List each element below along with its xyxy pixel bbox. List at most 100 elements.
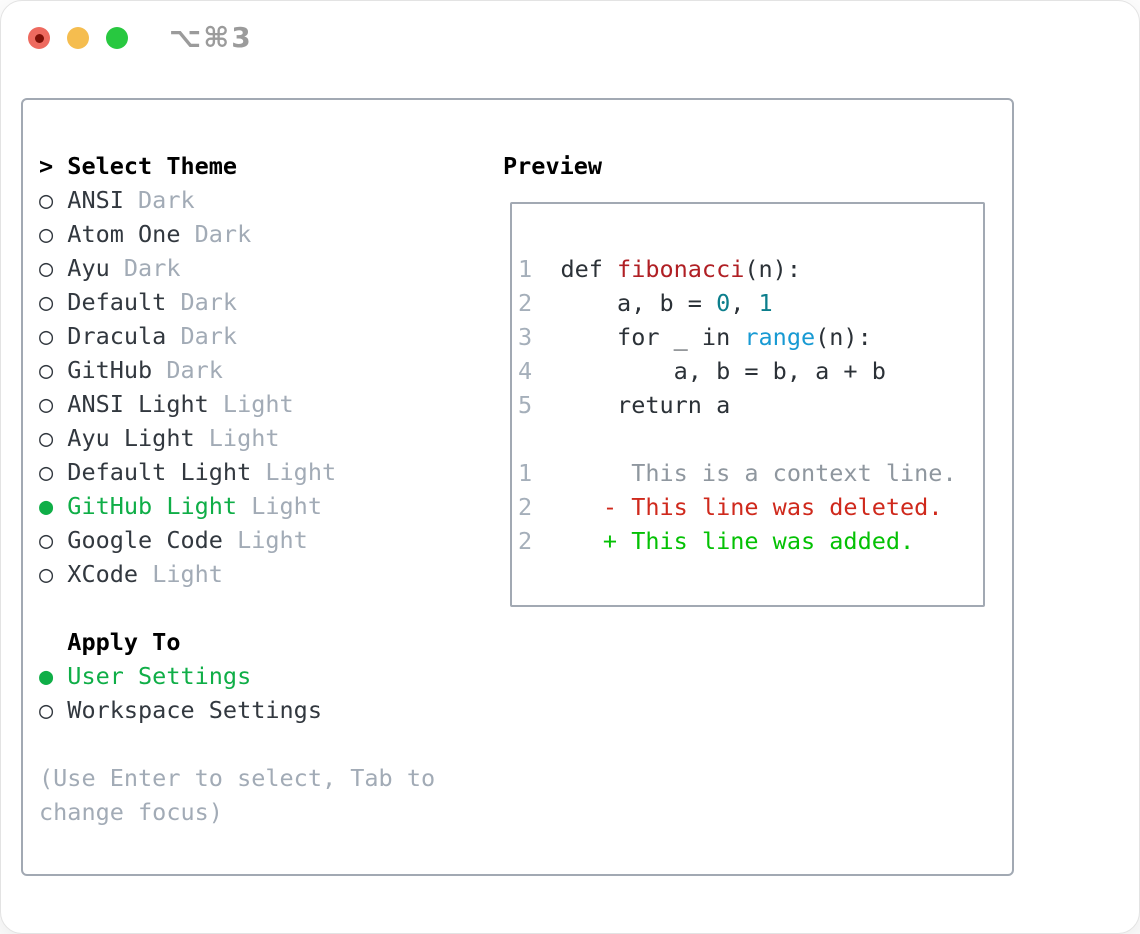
theme-variant: Dark xyxy=(123,186,195,214)
code-token: (n): xyxy=(744,255,801,283)
theme-option[interactable]: ○ Google Code Light xyxy=(39,523,435,557)
code-token: def xyxy=(532,255,618,283)
radio-icon: ○ xyxy=(39,254,68,282)
theme-name: Dracula xyxy=(67,322,167,350)
radio-icon: ○ xyxy=(39,696,68,724)
theme-option[interactable]: ● GitHub Light Light xyxy=(39,489,435,523)
theme-option[interactable]: ○ XCode Light xyxy=(39,557,435,591)
close-button[interactable] xyxy=(28,27,50,49)
minimize-button[interactable] xyxy=(67,27,89,49)
radio-selected-icon: ● xyxy=(39,492,68,520)
code-token: for _ in xyxy=(532,323,745,351)
theme-list: > Select Theme○ ANSI Dark○ Atom One Dark… xyxy=(39,149,435,829)
apply-to-label: User Settings xyxy=(67,662,252,690)
theme-name: GitHub Light xyxy=(67,492,238,520)
code-token: a, b = xyxy=(532,289,717,317)
code-token: This is a context line. xyxy=(532,459,957,487)
code-line: 2 + This line was added. xyxy=(518,524,957,558)
theme-variant: Light xyxy=(138,560,223,588)
code-token: 0 xyxy=(716,289,731,317)
theme-name: XCode xyxy=(67,560,139,588)
code-token: - This line was deleted. xyxy=(602,493,943,521)
code-token: a, b = b, a + b xyxy=(532,357,886,385)
code-line: 4 a, b = b, a + b xyxy=(518,354,957,388)
preview-header: Preview xyxy=(503,152,603,180)
radio-icon: ○ xyxy=(39,356,68,384)
theme-option[interactable]: ○ GitHub Dark xyxy=(39,353,435,387)
theme-variant: Light xyxy=(208,390,294,418)
spacer xyxy=(39,727,435,761)
theme-list-title: Select Theme xyxy=(67,152,238,180)
close-dot-icon xyxy=(34,33,44,43)
theme-variant: Dark xyxy=(166,322,238,350)
theme-variant: Dark xyxy=(109,254,181,282)
radio-icon: ○ xyxy=(39,560,68,588)
line-number: 4 xyxy=(518,357,533,385)
hint-text: change focus) xyxy=(39,795,435,829)
apply-to-title: Apply To xyxy=(39,628,181,656)
theme-option[interactable]: ○ Dracula Dark xyxy=(39,319,435,353)
radio-icon: ○ xyxy=(39,322,68,350)
theme-option[interactable]: ○ Default Light Light xyxy=(39,455,435,489)
radio-selected-icon: ● xyxy=(39,662,68,690)
code-line: 3 for _ in range(n): xyxy=(518,320,957,354)
radio-icon: ○ xyxy=(39,220,68,248)
theme-name: Ayu Light xyxy=(67,424,195,452)
radio-icon: ○ xyxy=(39,458,68,486)
theme-variant: Dark xyxy=(152,356,223,384)
theme-name: Ayu xyxy=(67,254,110,282)
code-token: range xyxy=(744,323,816,351)
code-token: (n): xyxy=(815,323,872,351)
theme-name: GitHub xyxy=(67,356,153,384)
line-number: 1 xyxy=(518,255,533,283)
theme-option[interactable]: ○ Atom One Dark xyxy=(39,217,435,251)
theme-option[interactable]: ○ ANSI Light Light xyxy=(39,387,435,421)
apply-to-label: Workspace Settings xyxy=(67,696,322,724)
apply-to-option[interactable]: ● User Settings xyxy=(39,659,435,693)
theme-variant: Dark xyxy=(166,288,238,316)
apply-to-option[interactable]: ○ Workspace Settings xyxy=(39,693,435,727)
spacer xyxy=(39,591,435,625)
theme-name: Google Code xyxy=(67,526,223,554)
code-line: 1 This is a context line. xyxy=(518,456,957,490)
code-line xyxy=(518,422,957,456)
line-number: 3 xyxy=(518,323,533,351)
radio-icon: ○ xyxy=(39,424,68,452)
line-number: 1 xyxy=(518,459,533,487)
apply-to-header: Apply To xyxy=(39,625,435,659)
hint-line: (Use Enter to select, Tab to xyxy=(39,764,436,792)
radio-icon: ○ xyxy=(39,526,68,554)
radio-icon: ○ xyxy=(39,390,68,418)
theme-name: Default xyxy=(67,288,167,316)
code-token: + This line was added. xyxy=(602,527,915,555)
line-number: 5 xyxy=(518,391,533,419)
code-token xyxy=(532,493,603,521)
zoom-button[interactable] xyxy=(106,27,128,49)
code-token xyxy=(532,527,603,555)
code-line: 1 def fibonacci(n): xyxy=(518,252,957,286)
theme-option[interactable]: ○ Ayu Dark xyxy=(39,251,435,285)
theme-variant: Light xyxy=(237,492,322,520)
theme-list-header: > Select Theme xyxy=(39,149,435,183)
code-token: fibonacci xyxy=(617,255,745,283)
code-line: 2 - This line was deleted. xyxy=(518,490,957,524)
line-number: 2 xyxy=(518,493,533,521)
hint-line: change focus) xyxy=(39,798,223,826)
code-token: 1 xyxy=(758,289,773,317)
code-line: 2 a, b = 0, 1 xyxy=(518,286,957,320)
theme-name: Default Light xyxy=(67,458,252,486)
cursor-icon: > xyxy=(39,152,68,180)
theme-name: ANSI Light xyxy=(67,390,209,418)
theme-option[interactable]: ○ Default Dark xyxy=(39,285,435,319)
theme-option[interactable]: ○ ANSI Dark xyxy=(39,183,435,217)
theme-name: ANSI xyxy=(67,186,124,214)
theme-variant: Light xyxy=(222,526,308,554)
line-number: 2 xyxy=(518,527,533,555)
window-title: ⌥⌘3 xyxy=(169,21,253,54)
theme-name: Atom One xyxy=(67,220,181,248)
radio-icon: ○ xyxy=(39,288,68,316)
theme-option[interactable]: ○ Ayu Light Light xyxy=(39,421,435,455)
